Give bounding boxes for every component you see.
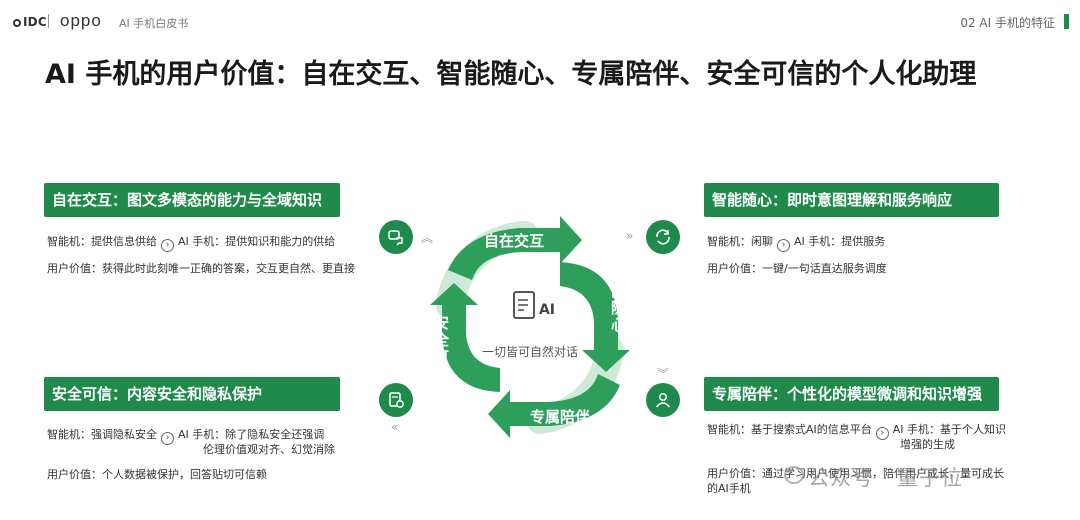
refresh-icon [646,220,680,254]
br-comparison: 智能机：基于搜索式AI的信息平台›AI 手机：基于个人知识 [707,423,1007,440]
chevron-right-icon: › [777,239,790,252]
arrow-bottom [488,374,620,438]
chat-icon [379,220,413,254]
tl-comparison: 智能机：提供信息供给›AI 手机：提供知识和能力的供给 [47,235,336,252]
document-title: AI 手机白皮书 [119,17,189,30]
chevron-up-icon: ︽ [421,231,434,245]
page-title: AI 手机的用户价值：自在交互、智能随心、专属陪伴、安全可信的个人化助理 [45,59,977,90]
bl-comparison-cont: 伦理价值观对齐、幻觉消除 [203,443,335,456]
arrow-left-label: 安全可信 [434,314,450,383]
section-label: 02 AI 手机的特征 [960,16,1055,30]
br-user-value-cont: 的AI手机 [707,482,751,495]
br-comparison-cont: 增强的生成 [900,438,955,451]
arrow-top-label: 自在交互 [484,232,544,250]
cycle-diagram: 自在交互 专属陪伴 AI 一切皆可自然对话 [430,216,630,438]
arrow-bottom-label: 专属陪伴 [530,408,590,426]
label-companion: 专属陪伴：个性化的模型微调和知识增强 [704,377,999,411]
br-user-value: 用户价值：通过学习用户使用习惯，陪伴用户成长，量可成长 [707,467,1004,480]
tl-user-value: 用户价值：获得此时此刻唯一正确的答案，交互更自然、更直接 [47,262,355,275]
user-icon [646,383,680,417]
arrow-right [560,262,630,372]
tr-user-value: 用户价值：一键/一句话直达服务调度 [707,262,887,275]
ai-document-icon [513,291,535,319]
tr-comparison: 智能机：闲聊›AI 手机：提供服务 [707,235,886,252]
page-header: IDC oppo AI 手机白皮书 02 AI 手机的特征 [0,0,1080,40]
idc-logo: IDC [13,15,47,29]
logo-divider [48,14,49,28]
chevron-right-double-icon: » [626,229,634,243]
wechat-icon [784,466,804,484]
arrow-top [448,216,582,280]
arrow-right-label: 智能随心 [611,265,627,334]
chevron-right-icon: › [161,239,174,252]
label-interaction: 自在交互：图文多模态的能力与全域知识 [44,183,340,217]
watermark: 公众号 · 量子位 [808,466,964,490]
ai-mark: AI [539,302,555,318]
chevron-right-icon: › [161,432,174,445]
section-marker [1064,14,1069,29]
chevron-left-double-icon: « [391,420,399,434]
chevron-down-icon: ︾ [657,367,670,381]
shield-doc-icon [379,383,413,417]
chevron-right-icon: › [875,427,889,440]
label-smart: 智能随心：即时意图理解和服务响应 [704,183,999,217]
label-security: 安全可信：内容安全和隐私保护 [44,377,340,411]
bl-user-value: 用户价值：个人数据被保护，回答贴切可信赖 [47,468,267,481]
arrow-left [430,283,500,392]
bl-comparison: 智能机：强调隐私安全›AI 手机：除了隐私安全还强调 [47,428,325,445]
oppo-logo: oppo [60,11,102,30]
center-caption: 一切皆可自然对话 [482,344,578,359]
